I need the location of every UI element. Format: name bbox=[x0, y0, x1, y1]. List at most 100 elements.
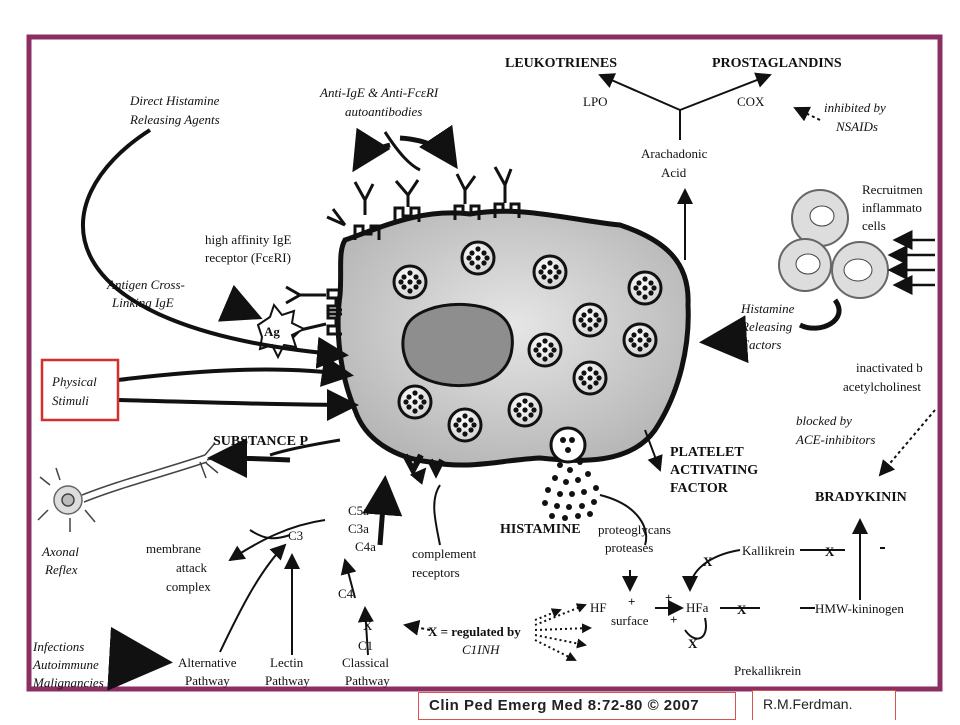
granule-dot bbox=[528, 412, 534, 418]
granule-dot bbox=[643, 342, 649, 348]
granule-dot bbox=[581, 322, 587, 328]
granule-dot bbox=[651, 285, 657, 291]
label-classical-1: Classical bbox=[342, 655, 389, 670]
label-infections-1: Infections bbox=[32, 639, 84, 654]
label-axonal-1: Axonal bbox=[41, 544, 79, 559]
label-alternative-1: Alternative bbox=[178, 655, 237, 670]
granule-dot bbox=[462, 422, 468, 428]
histamine-dot bbox=[562, 515, 568, 521]
label-lectin-2: Pathway bbox=[265, 673, 310, 688]
granule-dot bbox=[418, 394, 424, 400]
histamine-dot bbox=[557, 491, 563, 497]
label-classical-2: Pathway bbox=[345, 673, 390, 688]
label-cox: COX bbox=[737, 94, 765, 109]
histamine-dot bbox=[542, 500, 548, 506]
histamine-dot bbox=[545, 487, 551, 493]
granule-dot bbox=[578, 317, 584, 323]
granule-dot bbox=[533, 347, 539, 353]
granule-dot bbox=[536, 352, 542, 358]
histamine-dot bbox=[560, 437, 566, 443]
label-c4: C4 bbox=[338, 586, 354, 601]
granule-dot bbox=[407, 270, 413, 276]
label-direct-histamine-2: Releasing Agents bbox=[129, 112, 220, 127]
histamine-dot bbox=[575, 513, 581, 519]
label-prekallikrein: Prekallikrein bbox=[734, 663, 802, 678]
granule-dot bbox=[456, 417, 462, 423]
physical-stimuli-highlight bbox=[40, 358, 120, 422]
label-histamine: HISTAMINE bbox=[500, 522, 581, 537]
granule-dot bbox=[516, 412, 522, 418]
label-c5a: C5a bbox=[348, 503, 369, 518]
label-histamine-releasing-1: Histamine bbox=[740, 301, 795, 316]
granule-dot bbox=[453, 422, 459, 428]
granule-dot bbox=[398, 279, 404, 285]
granule-dot bbox=[593, 380, 599, 386]
histamine-dot bbox=[569, 437, 575, 443]
label-nsaids-2: NSAIDs bbox=[835, 119, 878, 134]
label-leukotrienes: LEUKOTRIENES bbox=[505, 56, 617, 71]
granule-dot bbox=[631, 342, 637, 348]
histamine-dot bbox=[567, 467, 573, 473]
citation-box: Clin Ped Emerg Med 8:72-80 © 2007 bbox=[418, 692, 736, 720]
label-hfa: HFa bbox=[686, 600, 709, 615]
granule-dot bbox=[407, 288, 413, 294]
granule-dot bbox=[469, 260, 475, 266]
pathway-arrows bbox=[80, 72, 936, 691]
label-blocked-ace-1: blocked by bbox=[796, 413, 852, 428]
granule-dot bbox=[541, 264, 547, 270]
granule-dot bbox=[631, 332, 637, 338]
granule-dot bbox=[643, 332, 649, 338]
granule-dot bbox=[547, 260, 553, 266]
histamine-dot bbox=[549, 513, 555, 519]
label-c3: C3 bbox=[288, 528, 303, 543]
histamine-dot bbox=[569, 491, 575, 497]
label-lpo: LPO bbox=[583, 94, 608, 109]
granule-dot bbox=[648, 280, 654, 286]
granule-dot bbox=[516, 402, 522, 408]
label-x-regulated: X = regulated by bbox=[428, 624, 521, 639]
granule-dot bbox=[475, 246, 481, 252]
granule-dot bbox=[466, 255, 472, 261]
histamine-dot bbox=[552, 475, 558, 481]
granule-dot bbox=[421, 399, 427, 405]
label-plus-3: + bbox=[670, 612, 677, 627]
label-hmw: HMW-kininogen bbox=[815, 601, 904, 616]
histamine-dot bbox=[565, 447, 571, 453]
histamine-dot bbox=[577, 459, 583, 465]
granule-dot bbox=[412, 408, 418, 414]
granule-dot bbox=[593, 370, 599, 376]
label-recruitment-2: inflammato bbox=[862, 200, 922, 215]
granule-dot bbox=[648, 290, 654, 296]
label-histamine-releasing-3: Factors bbox=[740, 337, 781, 352]
label-infections-3: Malignancies bbox=[32, 675, 104, 690]
degranulating-vesicle bbox=[549, 426, 587, 464]
label-complement-1: complement bbox=[412, 546, 477, 561]
granule-dot bbox=[538, 269, 544, 275]
granule-dot bbox=[481, 260, 487, 266]
granule-dot bbox=[536, 342, 542, 348]
label-physical-stimuli-1: Physical bbox=[51, 374, 97, 389]
label-substance-p: SUBSTANCE P bbox=[213, 434, 308, 449]
label-axonal-2: Reflex bbox=[44, 562, 78, 577]
author-text: R.M.Ferdman. bbox=[763, 696, 853, 712]
label-prostaglandins: PROSTAGLANDINS bbox=[712, 56, 842, 71]
granule-dot bbox=[475, 255, 481, 261]
diagram-frame bbox=[26, 34, 943, 692]
granule-dot bbox=[548, 352, 554, 358]
label-kallikrein: Kallikrein bbox=[742, 543, 795, 558]
label-membrane-2: attack bbox=[176, 560, 208, 575]
granule-dot bbox=[587, 375, 593, 381]
granule-dot bbox=[587, 384, 593, 390]
label-proteoglycans-1: proteoglycans bbox=[598, 522, 671, 537]
label-lectin-1: Lectin bbox=[270, 655, 304, 670]
granule-dot bbox=[578, 375, 584, 381]
granule-dot bbox=[401, 274, 407, 280]
granule-dot bbox=[522, 398, 528, 404]
granule-dot bbox=[637, 346, 643, 352]
granule-dot bbox=[642, 285, 648, 291]
granule-dot bbox=[471, 422, 477, 428]
label-membrane-1: membrane bbox=[146, 541, 201, 556]
histamine-dot bbox=[579, 503, 585, 509]
granule-dot bbox=[462, 413, 468, 419]
